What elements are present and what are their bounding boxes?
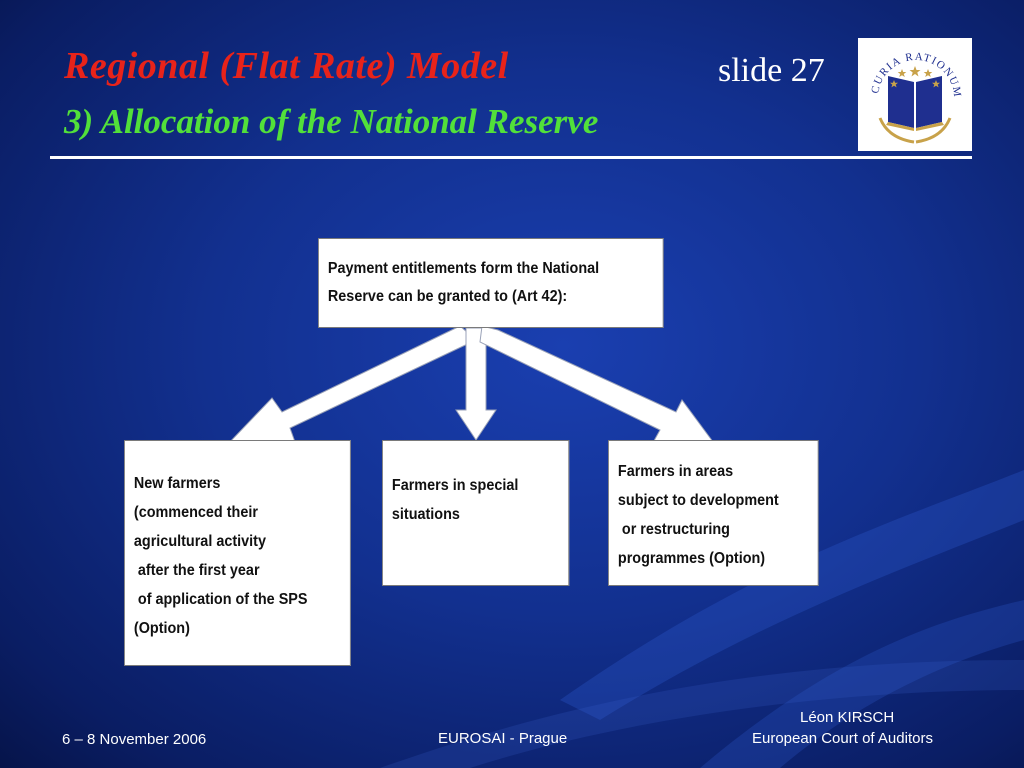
footer-event: EUROSAI - Prague — [438, 730, 568, 747]
special-situations-box: Farmers in special situations — [382, 440, 570, 586]
new-farmers-box: New farmers (commenced their agricultura… — [124, 440, 351, 666]
text-line: (Option) — [133, 620, 190, 637]
text-line: Farmers in special — [391, 477, 519, 494]
footer-author: Léon KIRSCH — [800, 709, 895, 726]
footer-date: 6 – 8 November 2006 — [62, 731, 207, 748]
footer-organization: European Court of Auditors — [752, 730, 933, 747]
text-line: programmes (Option) — [617, 550, 766, 567]
text-line: subject to development — [617, 492, 779, 509]
text-line: agricultural activity — [133, 533, 266, 550]
slide-subtitle: 3) Allocation of the National Reserve — [64, 102, 599, 141]
text-line: after the first year — [133, 562, 260, 579]
title-divider — [50, 156, 972, 159]
text-line: (commenced their — [133, 504, 258, 521]
slide-title: Regional (Flat Rate) Model — [64, 45, 509, 87]
text-line: situations — [391, 506, 460, 523]
arrow-right — [479, 325, 724, 455]
text-line: Payment entitlements form the National — [327, 260, 600, 277]
slide-number: slide 27 — [718, 52, 825, 89]
text-line: Farmers in areas — [617, 463, 734, 480]
text-line: Reserve can be granted to (Art 42): — [327, 288, 568, 305]
curia-rationum-logo: CURIA RATIONUM — [858, 38, 972, 151]
text-line: New farmers — [133, 475, 221, 492]
development-areas-box: Farmers in areas subject to development … — [608, 440, 819, 586]
arrow-left — [224, 325, 477, 447]
text-line: or restructuring — [617, 521, 730, 538]
national-reserve-box: Payment entitlements form the National R… — [318, 238, 664, 328]
text-line: of application of the SPS — [133, 591, 308, 608]
